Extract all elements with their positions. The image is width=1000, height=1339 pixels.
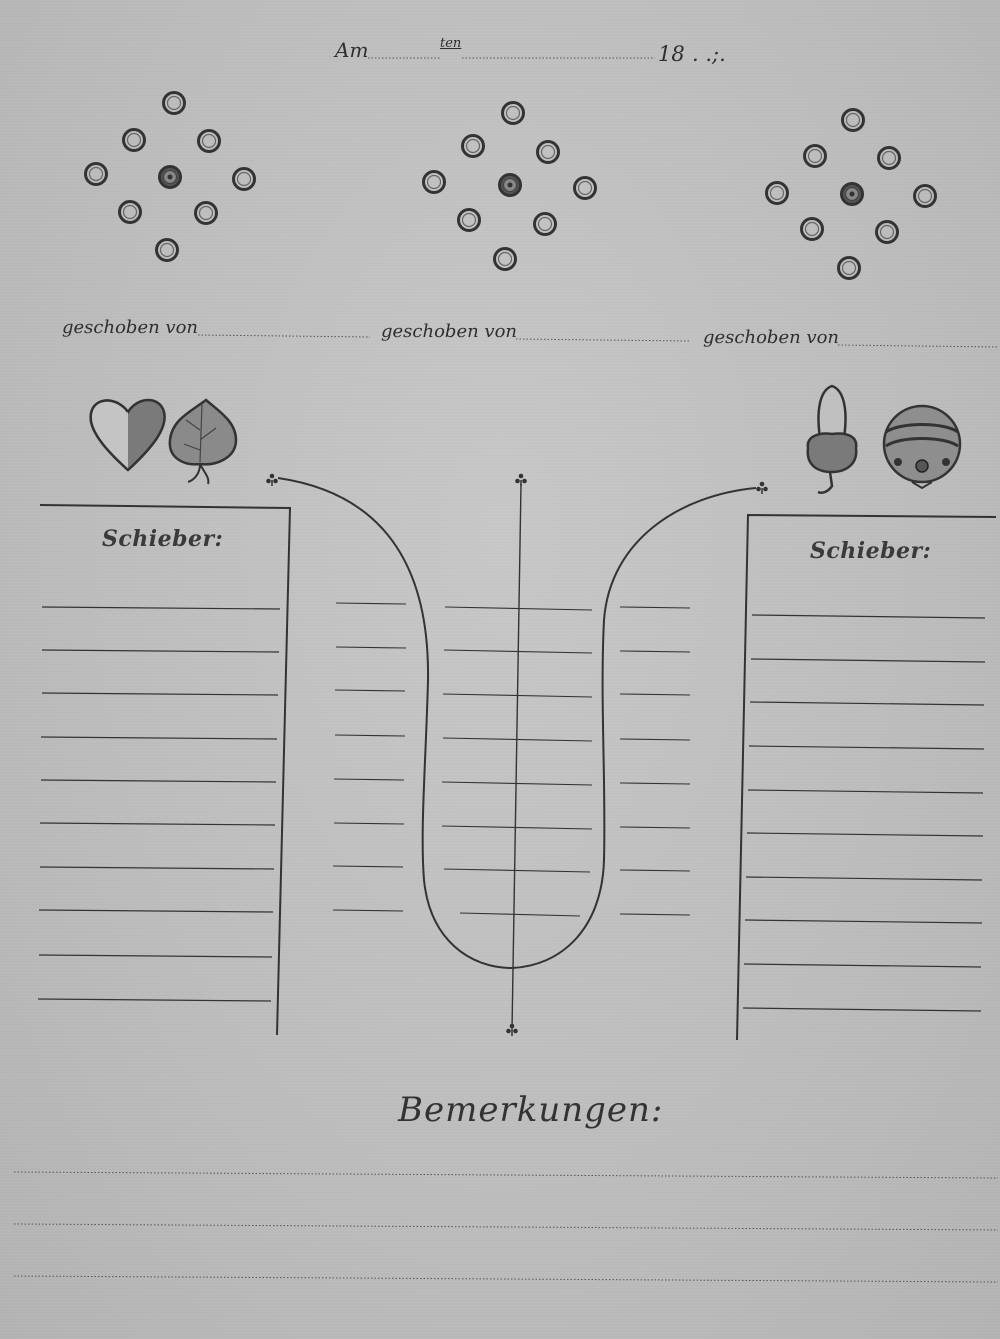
date-year-label: 18 [658, 42, 685, 66]
pushed-by-line-right [837, 344, 999, 348]
pushed-by-line-middle [515, 338, 691, 342]
schieber-column-right [736, 513, 997, 1041]
heart-suit-icon [89, 398, 166, 472]
date-am-label: Am [335, 38, 369, 62]
middle-score-lines [332, 602, 691, 917]
pin-diamond-left [84, 91, 256, 262]
pin-diamond-middle [422, 101, 597, 271]
center-axis-line [511, 483, 522, 1031]
remarks-title: Bemerkungen: [398, 1090, 664, 1130]
acorn-suit-icon [806, 384, 858, 494]
date-year-dots: . .;. [692, 42, 726, 66]
schieber-column-left [37, 504, 292, 1036]
pushed-by-label-left: geschoben von [62, 317, 199, 338]
schieber-title-left: Schieber: [102, 526, 224, 552]
pushed-by-label-right: geschoben von [703, 327, 840, 348]
bell-suit-icon [882, 404, 962, 490]
club-flourish-icon [514, 472, 528, 487]
pushed-by-line-left [197, 334, 371, 338]
date-ten-label: ten [440, 36, 462, 51]
leaf-suit-icon [168, 398, 238, 485]
schieber-title-right: Schieber: [810, 538, 932, 564]
u-divider-curve [277, 477, 757, 970]
pin-diamond-right [765, 108, 937, 280]
pushed-by-label-middle: geschoben von [381, 321, 518, 342]
remarks-lines [13, 1171, 999, 1283]
club-flourish-icon [755, 480, 769, 495]
club-flourish-icon [265, 472, 279, 487]
